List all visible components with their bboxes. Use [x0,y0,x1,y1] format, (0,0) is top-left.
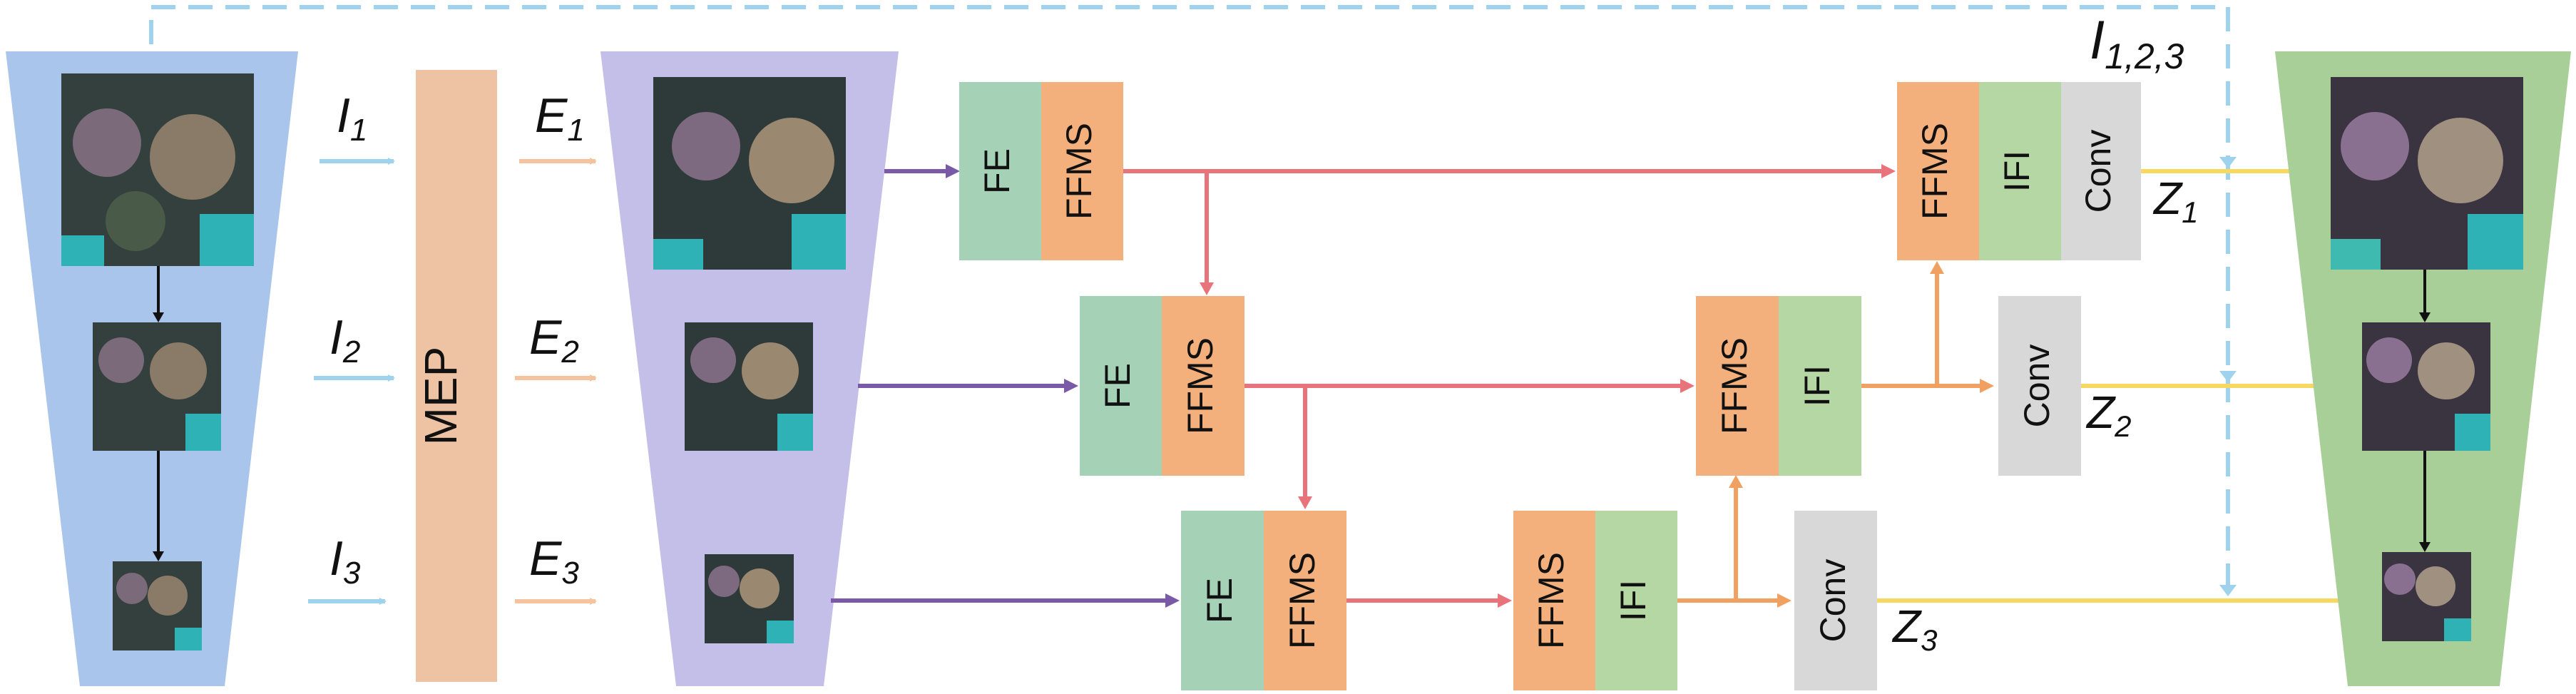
enhanced-image-small [705,554,794,643]
skip-arrowhead-2 [2219,371,2237,382]
input-image-small [113,561,202,650]
ffms-block-row2 [1162,296,1244,476]
ifi-label-out3: IFI [1613,580,1653,621]
fe-block-row2 [1080,296,1162,476]
ifi-label-out2: IFI [1797,365,1837,407]
ffms-block-row1 [1041,82,1123,260]
ffms-label-row3: FFMS [1282,552,1322,649]
ifi-label-out1: IFI [1997,150,2037,192]
conv-label-out1: Conv [2078,130,2118,213]
fe-label-row3: FE [1200,578,1240,623]
fe-label-row1: FE [977,148,1017,194]
svg-text:I2: I2 [329,310,360,369]
svg-text:E2: E2 [529,310,579,369]
ffms-label-row1: FFMS [1059,123,1099,220]
output-label-1: Z1 [2152,173,2198,229]
svg-text:E1: E1 [535,88,585,148]
conv-label-out2: Conv [2017,345,2057,428]
ffms-label-row2: FFMS [1180,337,1220,434]
ffms-block-out1 [1897,82,1979,260]
output-image-small [2382,552,2471,641]
input-image-medium [93,322,221,451]
output-image-medium [2362,322,2490,451]
ffms-block-row3 [1264,511,1346,690]
output-label-3: Z3 [1891,601,1937,657]
fe-block-row3 [1181,511,1264,690]
ffms-block-out2 [1696,296,1779,476]
svg-text:Z2: Z2 [2085,387,2131,443]
ffms-label-out1: FFMS [1915,123,1955,220]
ffms-block-out3 [1513,511,1595,690]
ifi-block-out3 [1595,511,1677,690]
ffms-label-out3: FFMS [1531,552,1571,649]
enhanced-label-1: E1 [535,88,585,148]
skip-arrowhead-3 [2219,585,2237,596]
svg-text:I3: I3 [329,531,361,591]
input-image-large [61,73,254,266]
ifi-block-out2 [1779,296,1861,476]
conv-label-out3: Conv [1813,559,1853,643]
enhanced-image-large [653,77,846,270]
mep-label: MEP [415,347,466,446]
svg-text:Z1: Z1 [2152,173,2198,229]
ifi-block-out1 [1979,82,2061,260]
skip-connection-dashed [149,5,2230,592]
svg-text:I1: I1 [337,88,367,148]
input-label-3: I3 [329,531,361,591]
output-image-large [2331,77,2523,270]
enhanced-label-3: E3 [529,531,579,591]
mep-block [416,70,497,682]
output-label-2: Z2 [2085,387,2131,443]
enhanced-image-medium [685,322,813,451]
ffms-label-out2: FFMS [1714,337,1754,434]
skip-arrowhead-1 [2219,157,2237,168]
skip-connection-label: I1,2,3 [2090,10,2184,76]
input-label-2: I2 [329,310,360,369]
fe-label-row2: FE [1098,363,1138,409]
fe-block-row1 [959,82,1041,260]
svg-text:E3: E3 [529,531,579,591]
conv-block-out3 [1794,511,1877,690]
conv-block-out1 [2061,82,2141,260]
input-label-1: I1 [337,88,367,148]
svg-text:Z3: Z3 [1891,601,1937,657]
enhanced-label-2: E2 [529,310,579,369]
svg-text:I1,2,3: I1,2,3 [2090,10,2184,76]
conv-block-out2 [1998,296,2081,476]
